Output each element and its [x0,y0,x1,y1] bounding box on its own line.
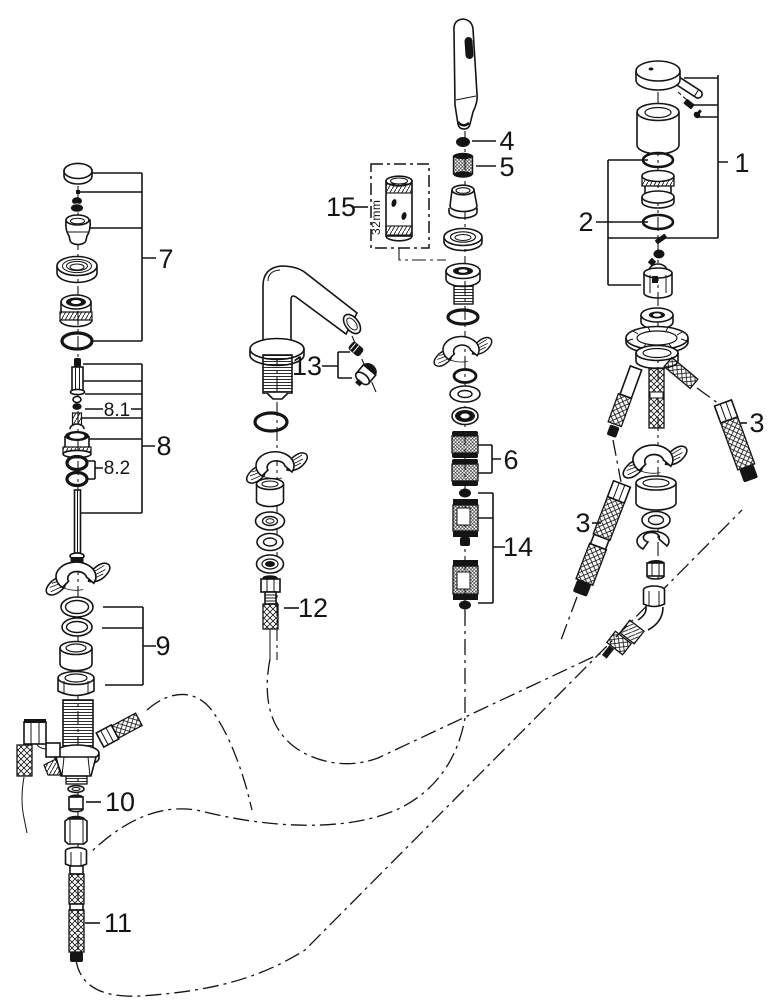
o-ring [60,331,94,351]
mount-washers [449,368,481,426]
hose-routing-lines [75,387,743,997]
spout-hose-part12 [260,575,281,660]
cartridge-set-part2 [641,151,675,299]
callout-12: 12 [298,593,328,623]
socket-tool-part15: 32mm [369,163,430,249]
wrench-size-label: 32mm [369,200,383,235]
o-ring [446,308,480,326]
spacer-washers [254,477,286,574]
callout-15: 15 [326,192,356,222]
callout-labels: 1 2 3 3 4 5 6 7 8 8.1 8.2 9 10 11 12 13 … [104,126,765,938]
lower-mounting-set [635,475,677,580]
mounting-set-part9 [57,596,95,697]
route-bottom-hose [75,509,743,997]
elbow-fitting [16,719,47,834]
hand-shower [453,18,478,130]
plunger-part8 [62,358,92,572]
route-stud [146,693,253,811]
o-ring-part4 [456,137,470,147]
callout-13: 13 [292,351,322,381]
flex-hose-part3-left [573,479,632,597]
callout-8-2: 8.2 [104,458,130,479]
filter-screens-part6 [451,431,479,486]
callout-4: 4 [499,126,514,156]
escutcheon-bracket [245,450,309,484]
lever-handle-part1 [635,60,703,155]
escutcheon-bracket [45,561,111,596]
shower-holder [443,184,483,252]
route-spout-hose [266,648,611,765]
callout-6: 6 [503,445,518,475]
adapter-part10 [68,794,84,813]
o-ring [253,411,289,433]
escutcheon-base [625,307,689,370]
diverter-part14 [452,488,479,610]
holder-mount [445,262,481,326]
callout-3-left: 3 [575,508,590,538]
callout-11: 11 [104,908,132,938]
elbow-connection-hose [601,585,666,659]
callout-2: 2 [578,207,593,237]
o-ring [65,470,89,488]
route-shower-hose [89,610,466,854]
centerlines [77,92,659,962]
callout-3-right: 3 [749,408,764,438]
callout-7: 7 [158,244,173,274]
o-ring [65,454,89,472]
callout-9: 9 [155,631,170,661]
shower-hose-part11 [68,865,85,962]
valve-body [16,699,144,834]
escutcheon-bracket [433,335,493,368]
callout-14: 14 [503,532,533,562]
check-valve-part5 [452,152,474,178]
callout-5: 5 [499,152,514,182]
cartridge [643,257,673,299]
callout-10: 10 [105,787,135,817]
handle-cap-part7 [56,162,98,351]
callout-brackets [80,75,747,924]
flex-hose-part3-right [713,398,758,483]
escutcheon-bracket [622,444,688,479]
spout-part13 [249,265,362,400]
body-legs [607,356,699,438]
mousseur-parts [348,341,377,387]
callout-1: 1 [734,148,749,178]
callout-8-1: 8.1 [104,400,130,421]
hose-connector [64,815,88,868]
outlet-stud [95,712,144,749]
callout-8: 8 [156,431,171,461]
tool-boundary-box [370,163,430,249]
